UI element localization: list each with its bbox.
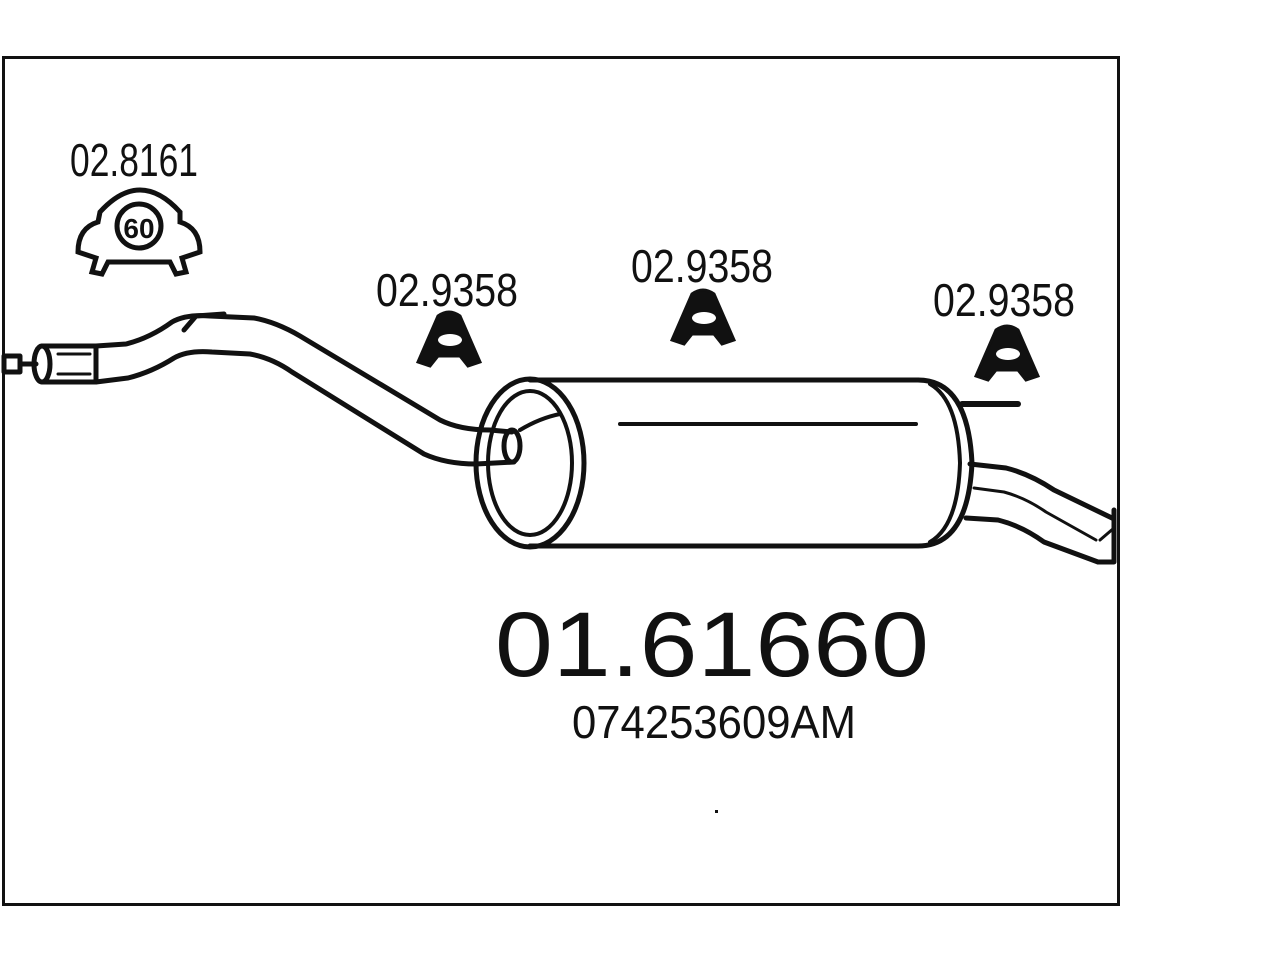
hanger-3-part-number: 02.9358 (933, 274, 1075, 326)
hanger-1-part-number: 02.9358 (376, 264, 518, 316)
clamp-size-label: 60 (123, 213, 154, 244)
hanger-1-part: 02.9358 (376, 264, 518, 368)
pipe-lower-edge (93, 349, 517, 467)
clamp-part: 02.8161 60 (70, 134, 203, 277)
clamp-part-number: 02.8161 (70, 134, 198, 186)
inlet-pipe-end (1, 343, 99, 385)
hanger-1-icon (415, 310, 483, 368)
speck-mark (715, 810, 718, 813)
clamp-icon (75, 187, 203, 277)
pipe-inlet-collar (501, 427, 523, 465)
outlet-pipe (963, 461, 1117, 565)
rear-silencer-drawing (1, 311, 1117, 565)
diagram-frame (2, 56, 1120, 906)
hanger-2-icon (669, 288, 737, 346)
pipe-hanger-bracket (181, 311, 227, 333)
main-part-number: 01.61660 (495, 594, 929, 696)
pipe-upper-edge (93, 313, 515, 435)
hanger-2-part-number: 02.9358 (631, 240, 773, 292)
oe-part-number: 074253609AM (572, 696, 856, 748)
hanger-3-part: 02.9358 (933, 274, 1075, 382)
hanger-2-part: 02.9358 (631, 240, 773, 346)
hanger-3-icon (973, 324, 1041, 382)
silencer-body (473, 376, 975, 550)
